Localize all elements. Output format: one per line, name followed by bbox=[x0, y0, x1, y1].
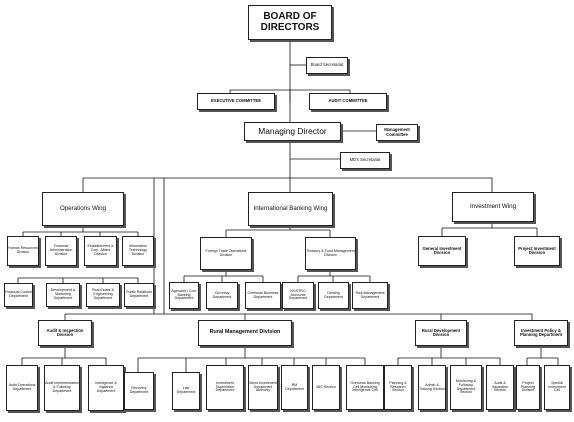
general-investment-division-box: General Investment Division bbox=[418, 236, 466, 266]
rural-child-box: Recovery Department bbox=[124, 372, 154, 410]
audit-child-box: Intelligence & Vigilance Department bbox=[88, 365, 124, 411]
policy-child-box: Special Investment Cell bbox=[544, 365, 570, 410]
foreign-trade-division-box: Foreign Trade Operations Division bbox=[200, 237, 252, 270]
rural-child-box: Micro Investment Department Authority bbox=[248, 365, 278, 410]
ops-unit-box: Public Relations Department bbox=[124, 283, 154, 307]
operations-wing-box: Operations Wing bbox=[42, 192, 124, 226]
rural-dev-child-box: Audit & Inspection Section bbox=[486, 365, 514, 410]
audit-inspection-division-box: Audit & Inspection Division bbox=[38, 320, 92, 346]
rural-child-box: MIS Section bbox=[312, 365, 340, 410]
ops-unit-box: Financial Administration Division bbox=[45, 236, 77, 266]
rural-management-division-box: Rural Management Division bbox=[198, 320, 292, 346]
rural-development-division-box: Rural Development Division bbox=[415, 320, 467, 346]
rural-child-box: Law Department bbox=[172, 372, 200, 410]
md-secretariat-box: MD's Secretariat bbox=[340, 152, 390, 169]
project-investment-division-box: Project Investment Division bbox=[514, 236, 560, 266]
ops-unit-box: Financial Control Department bbox=[4, 283, 33, 307]
international-banking-wing-box: International Banking Wing bbox=[248, 192, 333, 226]
intl-child-box: Dealing Department bbox=[318, 282, 349, 309]
board-secretariat-box: Board Secretariat bbox=[306, 57, 348, 74]
audit-child-box: Audit Operations Department bbox=[6, 365, 38, 411]
ops-unit-box: Development & Marketing Department bbox=[46, 283, 80, 307]
investment-policy-department-box: Investment Policy & Planning Department bbox=[514, 320, 568, 346]
board-of-directors-box: BOARD OF DIRECTORS bbox=[248, 5, 332, 40]
intl-child-box: NOSTRO Accounts Department bbox=[282, 282, 314, 309]
rural-child-box: RM Department bbox=[281, 365, 308, 410]
ops-unit-box: Human Resources Division bbox=[7, 236, 39, 266]
rural-dev-child-box: Admin & Training Section bbox=[418, 365, 446, 410]
management-committee-box: Management Committee bbox=[376, 124, 418, 141]
intl-child-box: Overseas Business Department bbox=[245, 282, 281, 309]
audit-child-box: Audit Implementation & Followup Departme… bbox=[44, 365, 80, 411]
rural-child-box: Overseas Banking Cell Monitoring Intelli… bbox=[346, 365, 384, 410]
treasury-division-box: Treasury & Fund Management Division bbox=[305, 237, 356, 270]
executive-committee-box: EXECUTIVE COMMITTEE bbox=[197, 93, 275, 110]
rural-dev-child-box: Monitoring & Followup Department Section bbox=[450, 365, 482, 410]
intl-child-box: Currency Department bbox=[206, 282, 238, 309]
rural-child-box: Investment Supervision Department bbox=[206, 365, 244, 410]
investment-wing-box: Investment Wing bbox=[452, 192, 534, 222]
audit-committee-box: AUDIT COMMITTEE bbox=[309, 93, 387, 110]
intl-child-box: Agencies / Corr. Banking Department bbox=[169, 282, 199, 309]
managing-director-box: Managing Director bbox=[244, 122, 341, 141]
rural-dev-child-box: Planning & Research Section bbox=[384, 365, 412, 410]
ops-unit-box: Real Estate & Engineering Department bbox=[86, 283, 120, 307]
ops-unit-box: Information Technology Division bbox=[122, 236, 154, 266]
intl-child-box: Risk Management Department bbox=[352, 282, 388, 309]
ops-unit-box: Establishment & Corp. Affairs Division bbox=[84, 236, 117, 266]
policy-child-box: Project Planning Division bbox=[516, 365, 540, 410]
